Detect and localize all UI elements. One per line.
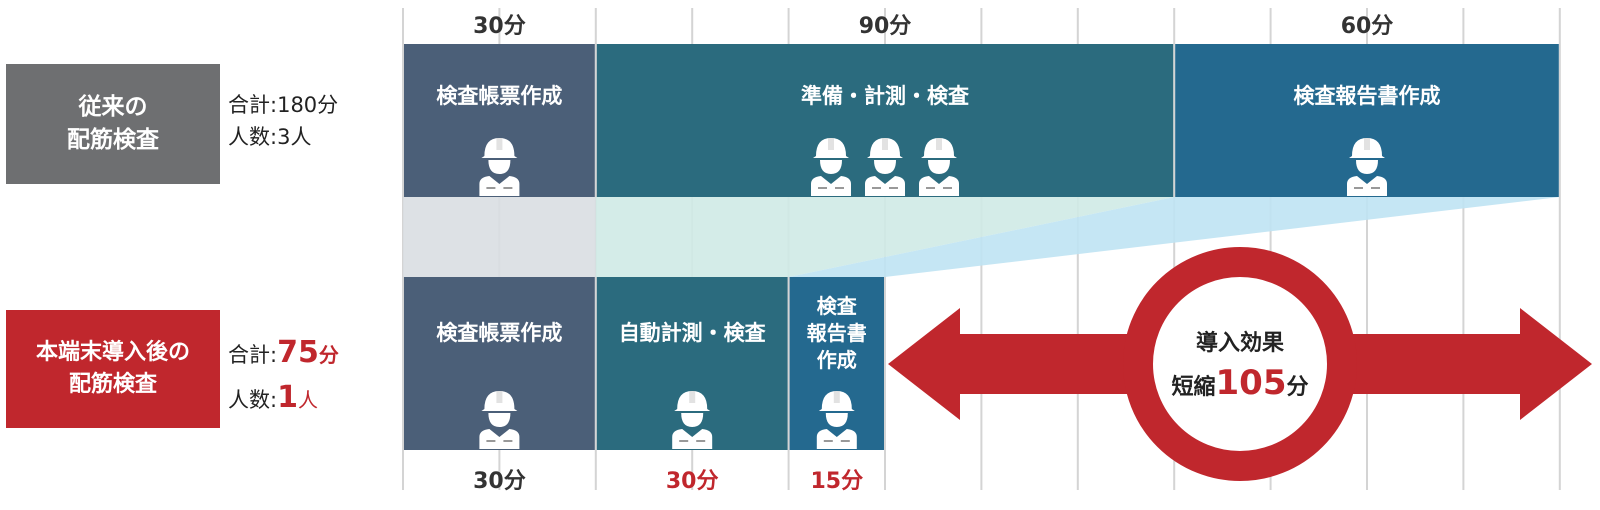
- people-value: 3人: [277, 124, 312, 149]
- connector-band: [403, 197, 596, 277]
- new-block-label-line: 作成: [817, 348, 857, 372]
- people-label: 人数:: [228, 124, 278, 149]
- effect-title: 導入効果: [1196, 330, 1284, 356]
- top-duration-label: 60分: [1341, 14, 1394, 39]
- conventional-block-label: 準備・計測・検査: [801, 84, 969, 108]
- conventional-block-label: 検査帳票作成: [436, 84, 562, 108]
- new-label-line2: 配筋検査: [68, 372, 157, 397]
- new-block-label-line: 検査: [817, 294, 857, 318]
- conventional-summary: 合計:180分 人数:3人: [228, 90, 338, 153]
- conventional-label-line2: 配筋検査: [67, 127, 159, 153]
- total-number: 75: [277, 335, 319, 370]
- bottom-duration-label: 30分: [473, 469, 526, 494]
- new-summary: 合計:75分 人数:1人: [228, 330, 339, 420]
- new-label-line1: 本端末導入後の: [35, 340, 190, 366]
- top-duration-label: 30分: [473, 14, 526, 39]
- conventional-block: [596, 44, 1174, 197]
- new-block-label: 自動計測・検査: [619, 321, 766, 345]
- new-label: 本端末導入後の 配筋検査: [6, 310, 220, 428]
- bottom-duration-label: 15分: [810, 469, 863, 494]
- people-number: 1: [277, 380, 298, 415]
- connector-band: [595, 197, 1175, 277]
- total-label: 合計:: [228, 343, 278, 367]
- bottom-duration-label: 30分: [666, 469, 719, 494]
- conventional-block: [1175, 44, 1559, 197]
- new-people: 人数:1人: [228, 375, 339, 420]
- effect-value: 短縮105分: [1171, 363, 1308, 403]
- conventional-total: 合計:180分: [228, 90, 338, 122]
- effect-number: 105: [1216, 363, 1287, 403]
- new-block-label-line: 報告書: [807, 321, 867, 345]
- top-duration-label: 90分: [859, 14, 912, 39]
- effect-unit: 分: [1286, 375, 1308, 400]
- conventional-block: [404, 44, 595, 197]
- total-value: 180分: [277, 93, 339, 117]
- conventional-label: 従来の 配筋検査: [6, 64, 220, 184]
- people-label: 人数:: [228, 388, 278, 412]
- conventional-block-label: 検査報告書作成: [1294, 84, 1441, 108]
- conventional-label-line1: 従来の: [78, 93, 148, 120]
- effect-circle: [1123, 247, 1357, 481]
- people-unit: 人: [297, 388, 318, 412]
- new-total: 合計:75分: [228, 330, 339, 375]
- total-unit: 分: [318, 343, 339, 367]
- effect-prefix: 短縮: [1171, 374, 1215, 400]
- conventional-people: 人数:3人: [228, 122, 338, 154]
- new-block-label: 検査帳票作成: [436, 321, 562, 345]
- total-label: 合計:: [228, 93, 278, 117]
- connector-band: [788, 197, 1560, 277]
